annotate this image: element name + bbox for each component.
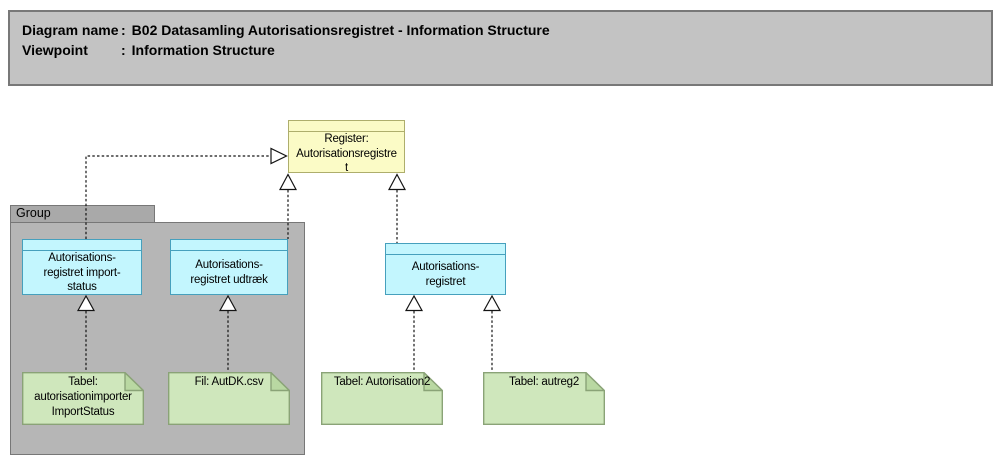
artifact-tabel-autorisation2[interactable]: Tabel: Autorisation2 [321, 372, 443, 425]
artifact-shape [321, 372, 443, 425]
node-register-autorisationsregistret[interactable]: Register: Autorisationsregistre t [288, 120, 405, 174]
diagram-name-value: B02 Datasamling Autorisationsregistret -… [131, 22, 550, 38]
viewpoint-label: Viewpoint [22, 42, 88, 58]
node-autorisationsregistret-importstatus[interactable]: Autorisations- registret import- status [22, 239, 142, 295]
diagram-name-row: Diagram name: B02 Datasamling Autorisatio… [22, 20, 981, 40]
node-label: Autorisations- registret [411, 261, 480, 288]
artifact-shape [22, 372, 144, 425]
artifact-label: Fil: AutDK.csv [194, 376, 264, 388]
artifact-label: Tabel: Autorisation2 [333, 376, 431, 388]
object-header-band [289, 121, 404, 132]
realization-tabelautreg2-to-autoreg [482, 294, 502, 372]
diagram-name-separator: : [121, 22, 126, 38]
node-label: Autorisations- registret import- status [43, 252, 121, 293]
object-header-band [171, 240, 287, 251]
realization-autoreg-to-register [388, 173, 406, 243]
group-label: Group [16, 206, 51, 220]
artifact-label: Tabel: autreg2 [508, 376, 580, 388]
viewpoint-value: Information Structure [131, 42, 275, 58]
artifact-fil-autdk-csv[interactable]: Fil: AutDK.csv [168, 372, 290, 425]
artifact-tabel-autorisationimporterimportstatus[interactable]: Tabel: autorisationimporter ImportStatus [22, 372, 144, 425]
realization-arrowhead-icon [482, 294, 502, 312]
diagram-name-label: Diagram name [22, 22, 119, 38]
object-header-band [386, 244, 505, 255]
realization-arrowhead-icon [388, 173, 406, 191]
node-autorisationsregistret-udtraek[interactable]: Autorisations- registret udtræk [170, 239, 288, 295]
viewpoint-separator: : [121, 42, 126, 58]
realization-arrowhead-icon [279, 173, 297, 191]
node-label: Register: Autorisationsregistre t [296, 133, 397, 174]
artifact-tabel-autreg2[interactable]: Tabel: autreg2 [483, 372, 605, 425]
realization-arrowhead-icon [270, 147, 288, 165]
viewpoint-row: Viewpoint: Information Structure [22, 40, 981, 60]
artifact-label: Tabel: autorisationimporter ImportStatus [34, 376, 132, 418]
artifact-shape [483, 372, 605, 425]
artifact-shape [168, 372, 290, 425]
diagram-title-note: Diagram name: B02 Datasamling Autorisatio… [8, 10, 993, 86]
node-label: Autorisations- registret udtræk [190, 259, 268, 286]
node-autorisationsregistret[interactable]: Autorisations- registret [385, 243, 506, 295]
realization-arrowhead-icon [404, 294, 424, 312]
object-header-band [23, 240, 141, 251]
realization-tabelautorisation2-to-autoreg [404, 294, 424, 372]
group-tab[interactable]: Group [10, 205, 155, 223]
